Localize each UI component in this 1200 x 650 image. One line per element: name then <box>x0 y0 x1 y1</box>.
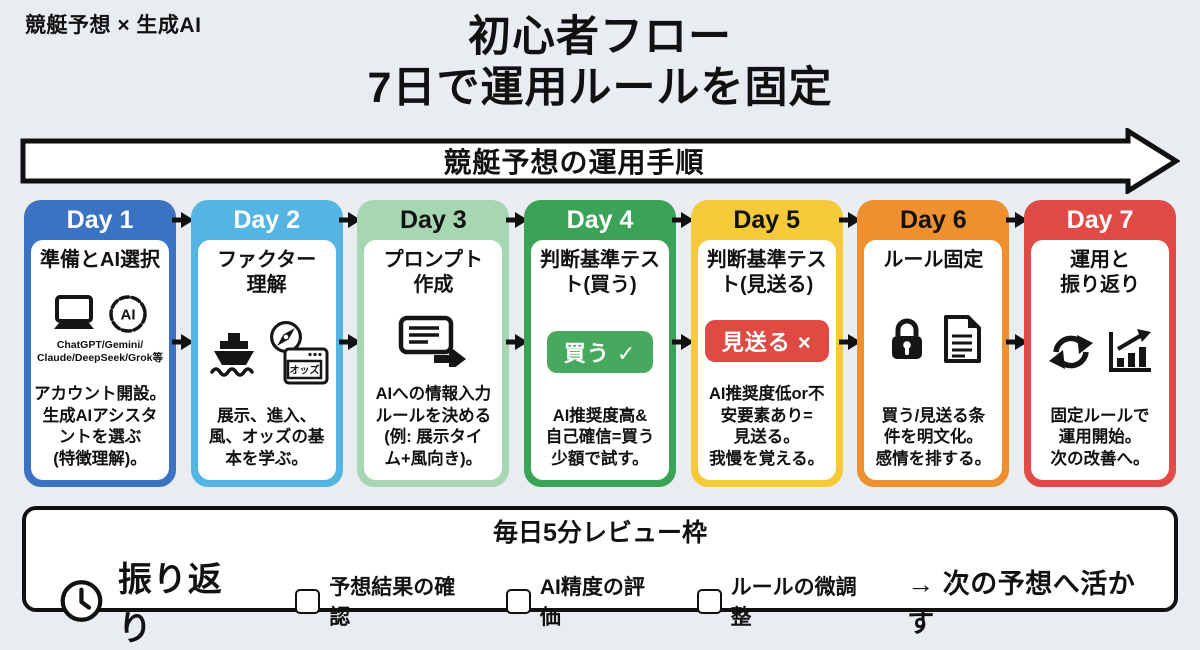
review-label: 振り返り <box>117 561 223 648</box>
card-description: 買う/見送る条 件を明文化。 感情を排する。 <box>875 406 992 468</box>
laptop-icon <box>54 295 94 329</box>
review-title: 毎日5分レビュー枠 <box>493 519 707 547</box>
factor-icon-cluster: オッズ <box>268 319 329 385</box>
icon-area: AI ChatGPT/Gemini/ Claude/DeepSeek/Grok等 <box>34 273 166 384</box>
day-card-body: ファクター 理解 <box>197 240 336 480</box>
flow-arrow-icon <box>1005 334 1028 350</box>
day-card-2: Day 2 ファクター 理解 <box>190 200 343 487</box>
card-description: AI推奨度高& 自己確信=買う 少額で試す。 <box>545 406 655 468</box>
flow-arrow-icon <box>505 334 528 350</box>
chart-icon <box>1108 328 1151 372</box>
check-label: ルールの微調整 <box>730 576 857 629</box>
icon-area <box>1034 298 1166 406</box>
daily-review-panel: 毎日5分レビュー枠 振り返り 予想結果の確認 AI精度の評価 ルールの微調整 →… <box>22 506 1178 648</box>
check-label: AI精度の評価 <box>539 576 645 629</box>
odds-label: オッズ <box>289 363 319 376</box>
card-description: アカウント開設。 生成AIアシスタ ントを選ぶ (特徴理解)。 <box>34 385 166 468</box>
page-title-line1: 初心者フロー <box>468 13 732 61</box>
odds-window-icon: オッズ <box>283 347 329 385</box>
day-card-body: ルール固定 <box>864 240 1003 480</box>
connector <box>672 200 695 487</box>
prompt-icon <box>399 315 467 368</box>
connector <box>172 200 195 487</box>
card-description: AIへの情報入力 ルールを決める (例: 展示タイ ム+風向き)。 <box>375 385 492 468</box>
day-label: Day 5 <box>733 205 801 234</box>
day-label: Day 7 <box>1066 205 1134 234</box>
days-row: Day 1 準備とAI選択 AI ChatGPT/Gemini/ Claude/… <box>24 200 1177 487</box>
day-label: Day 4 <box>566 205 634 234</box>
icon-area: オッズ <box>201 298 333 406</box>
card-title: プロンプト 作成 <box>383 249 484 296</box>
flow-arrow-icon <box>672 334 695 350</box>
card-title: ファクター 理解 <box>217 249 317 296</box>
day-card-7: Day 7 運用と 振り返り <box>1024 200 1177 487</box>
day-card-5: Day 5 判断基準テス ト(見送る) 見送る × AI推奨度低or不 安要素あ… <box>690 200 843 487</box>
card-title: 判断基準テス ト(見送る) <box>706 249 827 296</box>
day-label: Day 2 <box>233 205 301 234</box>
boat-icon <box>209 332 254 377</box>
icon-area: 見送る × <box>701 298 833 384</box>
checkbox-rule-tuning[interactable] <box>696 588 722 614</box>
day-card-3: Day 3 プロンプト 作成 AIへの情報入力 ルールを決める (例: 展示タイ… <box>357 200 510 487</box>
day-card-body: 準備とAI選択 AI ChatGPT/Gemini/ Claude/DeepSe… <box>31 240 169 480</box>
checkbox-ai-accuracy[interactable] <box>505 588 531 614</box>
day-label: Day 1 <box>66 205 134 234</box>
flow-arrow-icon <box>505 212 528 228</box>
icon-area <box>367 298 499 384</box>
card-title: 運用と 振り返り <box>1060 249 1141 296</box>
ai-services-note: ChatGPT/Gemini/ Claude/DeepSeek/Grok等 <box>36 339 164 365</box>
connector <box>839 200 862 487</box>
refresh-icon <box>1048 334 1093 369</box>
banner-arrow-shape <box>20 128 1180 194</box>
icon-area <box>867 273 999 406</box>
flow-arrow-icon <box>672 212 695 228</box>
day-label: Day 6 <box>900 205 967 234</box>
checkbox-results[interactable] <box>295 588 321 614</box>
buy-badge: 買う ✓ <box>546 330 654 373</box>
day-card-body: 運用と 振り返り <box>1031 240 1170 480</box>
day-label: Day 3 <box>399 205 467 234</box>
page-title: 初心者フロー 7日で運用ルールを固定 <box>0 12 1200 113</box>
check-item-ai-accuracy: AI精度の評価 <box>505 571 657 631</box>
connector <box>505 200 528 487</box>
review-row: 振り返り 予想結果の確認 AI精度の評価 ルールの微調整 → 次の予想へ活かす <box>26 549 1174 650</box>
flow-arrow-icon <box>1005 212 1028 228</box>
icon-area: 買う ✓ <box>534 298 666 406</box>
flow-arrow-icon <box>172 212 195 228</box>
page-title-line2: 7日で運用ルールを固定 <box>367 63 833 112</box>
banner-title: 競艇予想の運用手順 <box>443 147 705 178</box>
flow-arrow-icon <box>839 212 862 228</box>
connector <box>1005 200 1028 487</box>
check-item-rule-tuning: ルールの微調整 <box>696 571 868 631</box>
day-card-body: 判断基準テス ト(買う) 買う ✓ AI推奨度高& 自己確信=買う 少額で試す。 <box>531 240 670 480</box>
day-card-4: Day 4 判断基準テス ト(買う) 買う ✓ AI推奨度高& 自己確信=買う … <box>524 200 677 487</box>
day-card-body: 判断基準テス ト(見送る) 見送る × AI推奨度低or不 安要素あり= 見送る… <box>697 240 836 480</box>
brand-label: 競艇予想 × 生成AI <box>25 14 202 37</box>
flow-banner: 競艇予想の運用手順 <box>20 128 1180 194</box>
connector <box>339 200 361 487</box>
card-description: 固定ルールで 運用開始。 次の改善へ。 <box>1050 406 1150 468</box>
review-conclusion: → 次の予想へ活かす <box>907 569 1136 638</box>
card-title: 判断基準テス ト(買う) <box>540 249 661 296</box>
card-title: 準備とAI選択 <box>40 249 160 271</box>
flow-arrow-icon <box>339 212 361 228</box>
day-card-1: Day 1 準備とAI選択 AI ChatGPT/Gemini/ Claude/… <box>24 200 176 487</box>
skip-badge: 見送る × <box>704 320 829 363</box>
card-description: AI推奨度低or不 安要素あり= 見送る。 我慢を覚える。 <box>708 385 825 468</box>
review-left-group: 振り返り <box>58 552 249 650</box>
lock-icon <box>891 318 922 360</box>
check-label: 予想結果の確認 <box>329 576 456 629</box>
flow-arrow-icon <box>172 334 195 350</box>
clock-icon <box>60 580 103 622</box>
day-card-6: Day 6 ルール固定 <box>857 200 1010 487</box>
ai-logo-text: AI <box>121 307 136 324</box>
flow-arrow-icon <box>839 334 862 350</box>
card-description: 展示、進入、 風、オッズの基 本を学ぶ。 <box>208 406 325 468</box>
day-card-body: プロンプト 作成 AIへの情報入力 ルールを決める (例: 展示タイ ム+風向き… <box>364 240 503 480</box>
flow-arrow-icon <box>339 334 361 350</box>
check-item-results: 予想結果の確認 <box>295 571 466 631</box>
document-icon <box>943 315 981 364</box>
card-title: ルール固定 <box>883 249 984 271</box>
ai-logo-icon: AI <box>109 295 147 333</box>
